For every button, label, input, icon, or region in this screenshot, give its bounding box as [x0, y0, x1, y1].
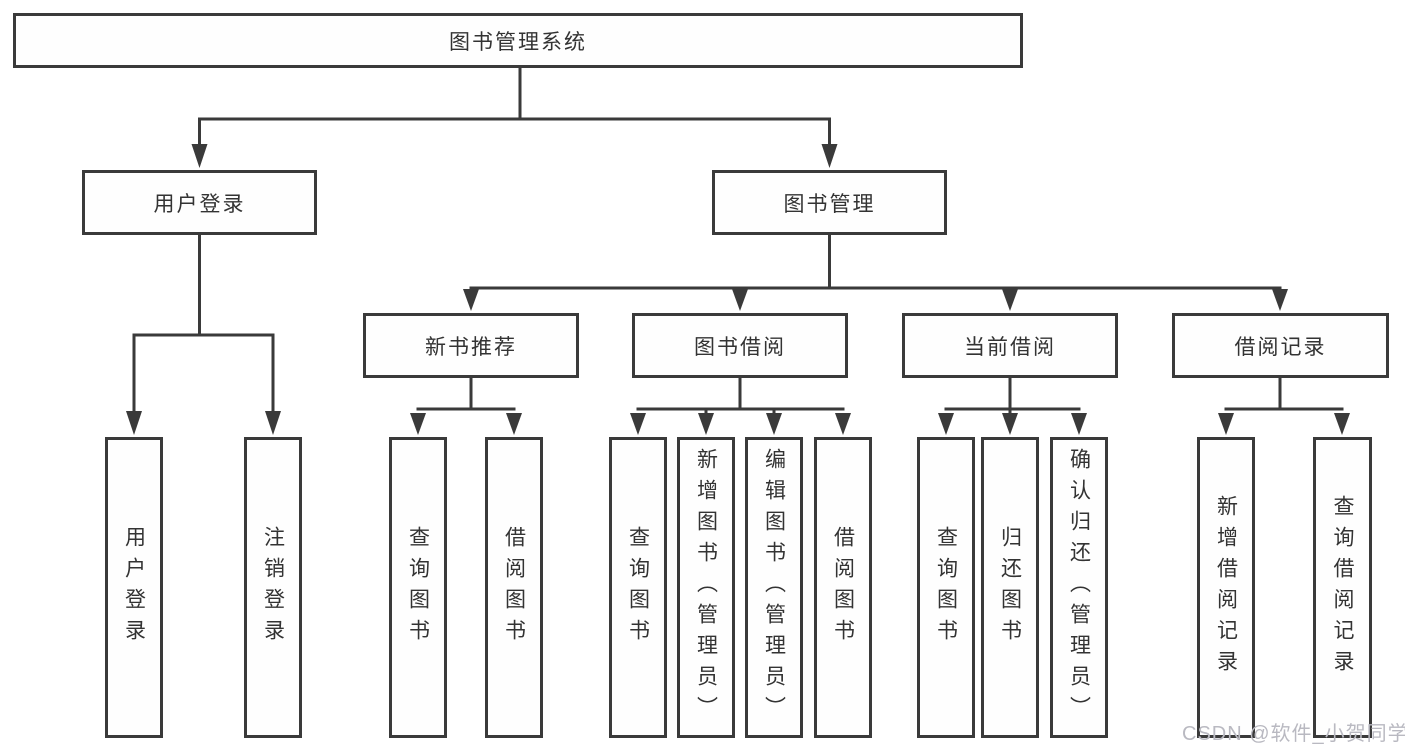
leaf-logout: 注销登录: [244, 437, 302, 738]
node-borrowing-records: 借阅记录: [1172, 313, 1389, 378]
node-new-book-recommendation: 新书推荐: [363, 313, 579, 378]
leaf-confirm-return-admin: 确认归还（管理员）: [1050, 437, 1108, 738]
leaf-query-books-recommend: 查询图书: [389, 437, 447, 738]
leaf-query-books-current: 查询图书: [917, 437, 975, 738]
node-library-management-system: 图书管理系统: [13, 13, 1023, 68]
leaf-query-borrow-record: 查询借阅记录: [1313, 437, 1372, 738]
node-current-borrowing: 当前借阅: [902, 313, 1118, 378]
leaf-query-books-borrow: 查询图书: [609, 437, 667, 738]
node-user-login: 用户登录: [82, 170, 317, 235]
leaf-add-borrow-record: 新增借阅记录: [1197, 437, 1255, 738]
leaf-borrow-books-recommend: 借阅图书: [485, 437, 543, 738]
leaf-borrow-books: 借阅图书: [814, 437, 872, 738]
leaf-user-login: 用户登录: [105, 437, 163, 738]
csdn-watermark: CSDN @软件_小贺同学: [1182, 723, 1405, 745]
node-book-management: 图书管理: [712, 170, 947, 235]
leaf-edit-book-admin: 编辑图书（管理员）: [745, 437, 803, 738]
leaf-return-book: 归还图书: [981, 437, 1039, 738]
leaf-add-book-admin: 新增图书（管理员）: [677, 437, 735, 738]
node-book-borrowing: 图书借阅: [632, 313, 848, 378]
